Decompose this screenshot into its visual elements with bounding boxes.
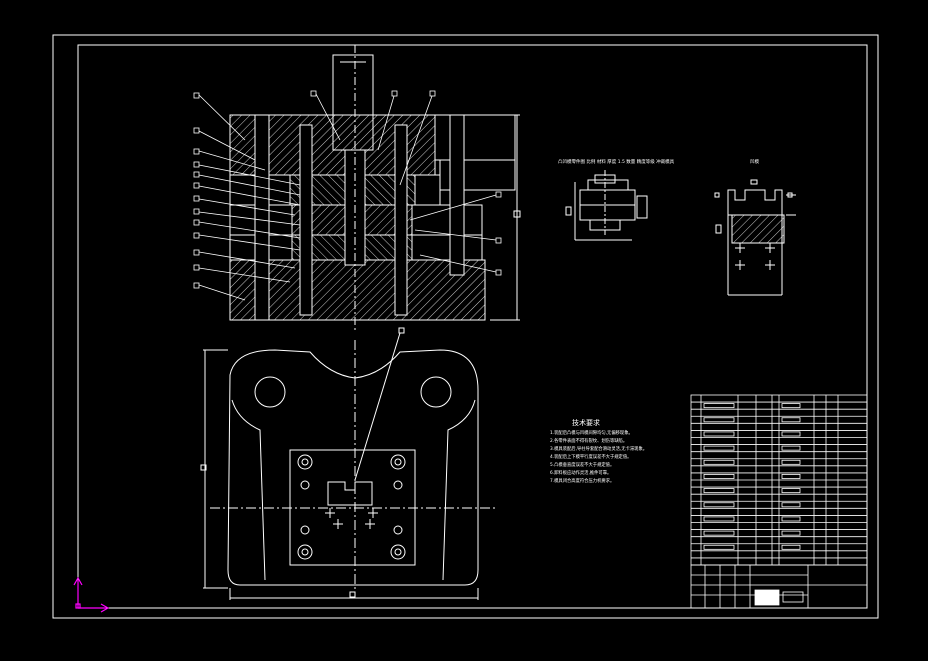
parts-row-entry <box>781 403 801 409</box>
bolt-holes <box>297 454 406 560</box>
parts-row-entry <box>703 544 735 550</box>
title-block[interactable] <box>690 564 868 609</box>
main-section-view[interactable] <box>229 45 521 330</box>
tech-req-line: 4.装配后上下模平行度误差不大于规定值。 <box>550 453 631 460</box>
detail-b-view[interactable]: 凹模 <box>714 158 796 296</box>
plan-view[interactable] <box>200 327 495 600</box>
parts-row-entry <box>703 459 735 465</box>
parts-row-entry <box>781 445 801 451</box>
tech-req-line: 2.各零件表面不得有裂纹、划伤等缺陷。 <box>550 437 627 444</box>
detail-a-caption: 凸凹模零件图 比例 材料 厚度 1.5 数量 精度等级 冲裁模具 <box>558 158 675 165</box>
tech-req-line: 6.卸料板应动作灵活,推件可靠。 <box>550 469 611 476</box>
parts-row-entry <box>703 417 735 423</box>
parts-row-entry <box>781 530 801 536</box>
tech-req-line: 7.模具闭合高度符合压力机要求。 <box>550 477 614 484</box>
parts-row-entry <box>703 530 735 536</box>
parts-row-entry <box>703 474 735 479</box>
tech-req-title: 技术要求 <box>572 418 600 427</box>
parts-row-entry <box>781 488 801 494</box>
parts-row-entry <box>703 516 735 522</box>
parts-row-entry <box>781 459 801 465</box>
main-section-leaders <box>193 90 502 301</box>
parts-row-entry <box>703 431 735 437</box>
parts-row-entry <box>781 431 801 437</box>
detail-b-caption: 凹模 <box>750 158 759 165</box>
parts-row-entry <box>703 502 735 508</box>
parts-row-entry <box>703 445 735 451</box>
tech-req-line: 3.模具装配后,导柱导套配合滑动灵活,无卡滞现象。 <box>550 445 647 452</box>
technical-requirements: 技术要求 1.装配后凸模与凹模间隙均匀,无偏移现象。 2.各零件表面不得有裂纹、… <box>550 418 647 484</box>
parts-list[interactable] <box>690 394 868 566</box>
parts-row-entry <box>781 516 801 522</box>
parts-row-entry <box>781 502 801 508</box>
parts-row-entry <box>781 417 801 423</box>
parts-row-entry <box>703 403 735 409</box>
parts-row-entry <box>703 488 735 494</box>
ucs-icon <box>73 576 110 613</box>
tech-req-line: 1.装配后凸模与凹模间隙均匀,无偏移现象。 <box>550 429 633 436</box>
sheet-border <box>52 34 879 619</box>
parts-row-entry <box>781 474 801 479</box>
parts-row-entry <box>781 544 801 550</box>
detail-a-view[interactable]: 凸凹模零件图 比例 材料 厚度 1.5 数量 精度等级 冲裁模具 <box>558 158 675 241</box>
tech-req-line: 5.凸模垂直度误差不大于规定值。 <box>550 461 614 468</box>
